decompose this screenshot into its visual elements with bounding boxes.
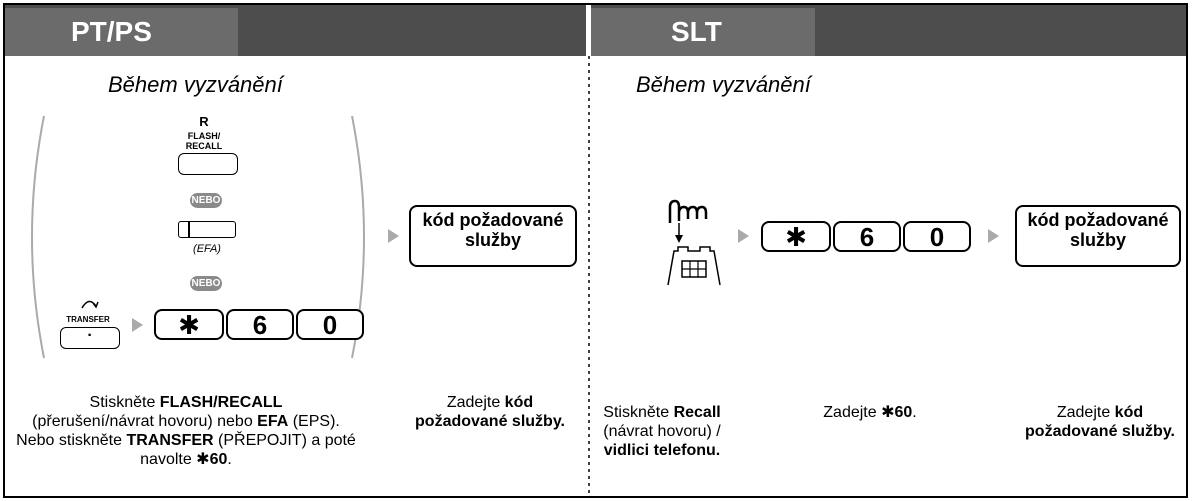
- efa-label: (EFA): [193, 243, 221, 255]
- c1-p4: (EPS). Nebo stiskněte: [16, 413, 340, 449]
- transfer-key[interactable]: ·: [60, 327, 120, 349]
- arrow-pointer-2: [388, 229, 399, 243]
- c4-p0: Zadejte ✱: [823, 404, 895, 421]
- caption-left-2: Zadejte kód požadované služby.: [410, 393, 570, 431]
- left-header-tab: PT/PS: [5, 8, 238, 56]
- arrow-pointer-1: [132, 318, 143, 332]
- r-label: R: [199, 114, 209, 129]
- right-subtitle: Během vyzvánění: [636, 72, 811, 97]
- digit-0-key-left[interactable]: 0: [296, 309, 364, 340]
- caption-right-1: Stiskněte Recall (návrat hovoru) / vidli…: [592, 403, 732, 460]
- nebo-badge-1: NEBO: [190, 193, 222, 208]
- c2-p0: Zadejte: [446, 394, 505, 411]
- c1-p3: EFA: [257, 413, 289, 430]
- star-key-right[interactable]: ✱: [761, 221, 831, 252]
- c1-p6: (PŘEPOJIT) a poté navolte ✱: [140, 432, 356, 468]
- c5-p0: Zadejte: [1056, 404, 1115, 421]
- digit-6-left: 6: [252, 310, 268, 340]
- c3-p0: Stiskněte: [603, 404, 674, 421]
- digit-6-key-right[interactable]: 6: [833, 221, 901, 252]
- c1-p8: .: [227, 451, 232, 468]
- c1-p5: TRANSFER: [126, 432, 214, 449]
- right-header-tab: SLT: [591, 8, 815, 56]
- transfer-label: TRANSFER: [66, 315, 110, 324]
- digit-0-right: 0: [929, 222, 945, 252]
- efa-key[interactable]: [178, 221, 236, 238]
- caption-right-2: Zadejte ✱60.: [780, 403, 960, 422]
- arrow-pointer-3: [738, 229, 749, 243]
- c2-p1: kód požadované služby: [415, 394, 561, 430]
- star-glyph-left: ✱: [178, 310, 200, 340]
- c5-p2: .: [1170, 423, 1175, 440]
- flash-recall-label: FLASH/ RECALL: [185, 131, 223, 151]
- left-bracket: [31, 115, 45, 359]
- c5-p1: kód požadované služby: [1025, 404, 1171, 440]
- nebo-badge-2: NEBO: [190, 276, 222, 291]
- c4-p2: .: [912, 404, 917, 421]
- star-key-left[interactable]: ✱: [154, 309, 224, 340]
- digit-6-right: 6: [859, 222, 875, 252]
- caption-right-3: Zadejte kód požadované služby.: [1020, 403, 1180, 441]
- digit-6-key-left[interactable]: 6: [226, 309, 294, 340]
- slt-title: SLT: [671, 16, 722, 47]
- pt-ps-title: PT/PS: [71, 16, 152, 47]
- left-subtitle: Během vyzvánění: [108, 72, 283, 97]
- c4-p1: 60: [894, 404, 913, 421]
- c2-p2: .: [560, 413, 565, 430]
- service-code-box-left: kód požadované služby: [409, 205, 577, 267]
- caption-left-1: Stiskněte FLASH/RECALL (přerušení/návrat…: [16, 393, 356, 469]
- star-glyph-right: ✱: [785, 222, 807, 252]
- c1-p2: (přerušení/návrat hovoru) nebo: [32, 413, 258, 430]
- transfer-icon: [81, 300, 99, 309]
- efa-key-led: [188, 222, 190, 237]
- arrow-pointer-4: [988, 229, 999, 243]
- c1-p0: Stiskněte: [89, 394, 160, 411]
- c1-p1: FLASH/RECALL: [159, 394, 283, 411]
- c3-p2: (návrat hovoru) /: [603, 423, 721, 440]
- section-divider: [588, 56, 590, 496]
- digit-0-key-right[interactable]: 0: [903, 221, 971, 252]
- diagram-frame: [3, 3, 1188, 498]
- c3-p1: Recall: [673, 404, 721, 421]
- service-code-box-right: kód požadované služby: [1015, 205, 1181, 267]
- c1-p7: 60: [209, 451, 228, 468]
- transfer-key-mark: ·: [87, 327, 93, 344]
- c3-p3: vidlici telefonu: [603, 442, 716, 459]
- service-code-text-left: kód požadované služby: [422, 210, 564, 250]
- service-code-text-right: kód požadované služby: [1027, 210, 1169, 250]
- hook-flash-icon: [667, 199, 721, 286]
- digit-0-left: 0: [322, 310, 338, 340]
- c3-p4: .: [715, 442, 721, 459]
- flash-recall-key[interactable]: [178, 153, 238, 175]
